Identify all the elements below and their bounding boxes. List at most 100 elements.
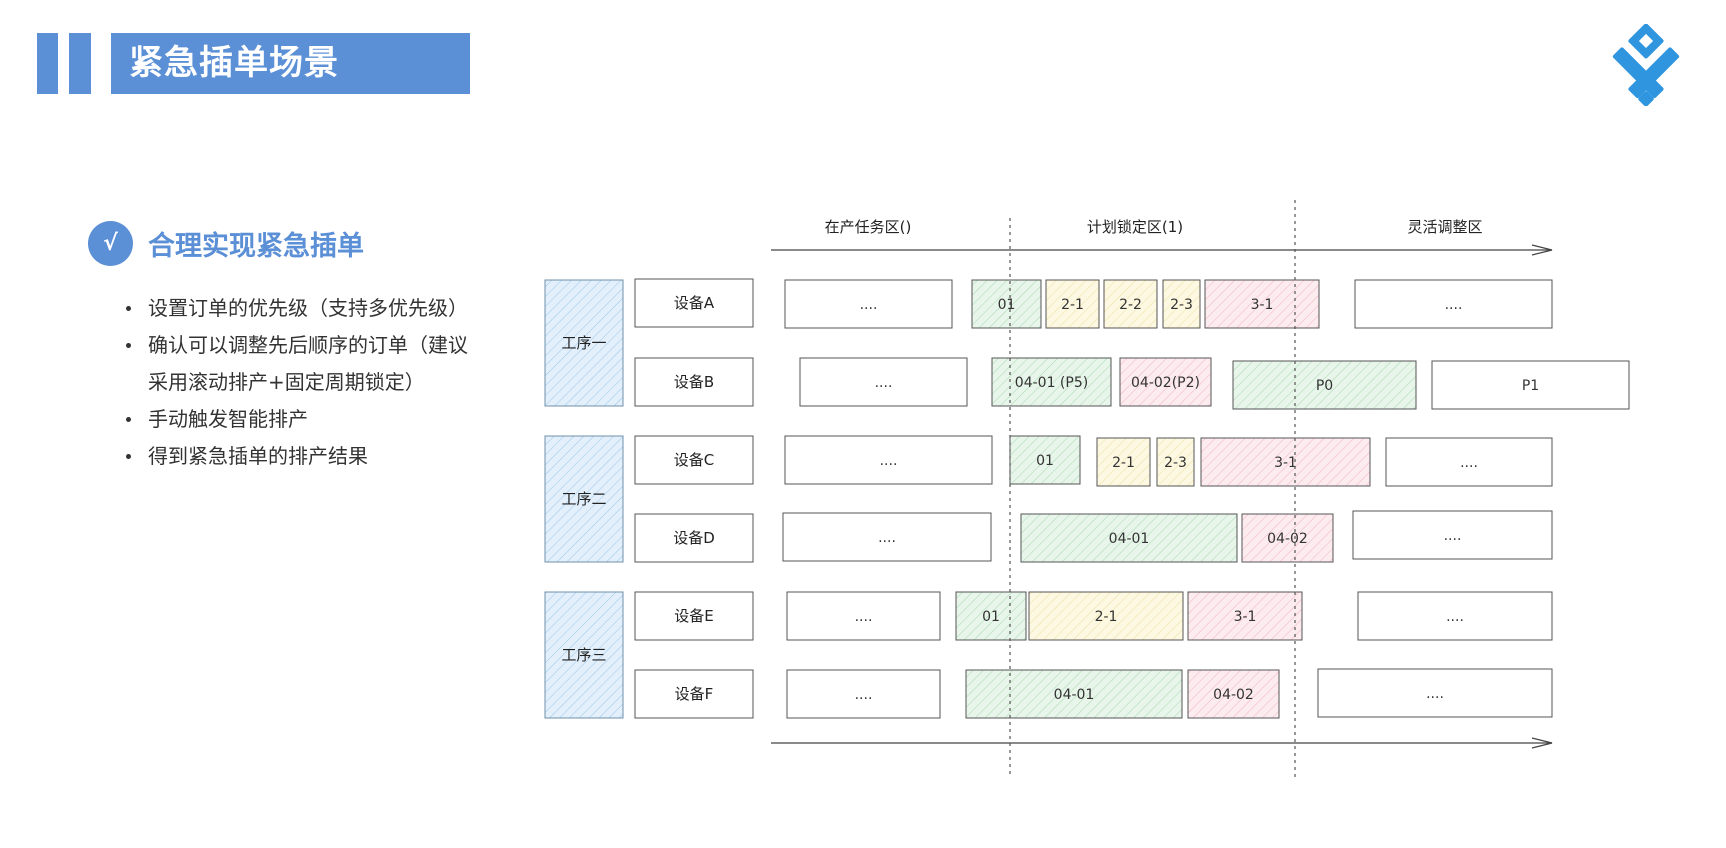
list-item: 手动触发智能排产 [120,401,520,438]
task-label: 04-01 [1109,531,1150,547]
task-block [784,279,953,329]
process-box [544,435,624,563]
task-label: P0 [1316,378,1333,394]
task-block [784,435,993,485]
task-block [1162,279,1201,329]
process-label: 工序一 [561,334,606,352]
task-label: 2-3 [1170,297,1193,313]
task-block [1020,513,1238,563]
task-block [1028,591,1184,641]
device-box [634,357,754,407]
task-label: .... [1444,528,1462,544]
task-label: 01 [1036,453,1054,469]
device-box [634,278,754,328]
task-label: 2-1 [1061,297,1084,313]
feature-list: 设置订单的优先级（支持多优先级） 确认可以调整先后顺序的订单（建议 采用滚动排产… [120,290,520,475]
page-title: 紧急插单场景 [111,33,470,94]
task-label: .... [1460,455,1478,471]
task-block [1431,360,1630,410]
device-label: 设备A [674,294,715,312]
task-label: .... [875,375,893,391]
task-label: 2-3 [1164,455,1187,471]
task-label: 01 [982,609,1000,625]
bullet-icon [126,343,131,348]
task-label: 3-1 [1251,297,1274,313]
process-label: 工序三 [561,646,606,664]
list-item-text: 确认可以调整先后顺序的订单（建议 [148,333,468,357]
task-block [786,669,941,719]
list-item-text: 得到紧急插单的排产结果 [148,444,368,468]
list-item: 确认可以调整先后顺序的订单（建议 采用滚动排产+固定周期锁定） [120,327,520,401]
task-block [955,591,1027,641]
list-item: 设置订单的优先级（支持多优先级） [120,290,520,327]
task-block [799,357,968,407]
task-block [1187,591,1303,641]
task-block [1187,669,1280,719]
task-block [1354,279,1553,329]
task-block [1156,437,1195,487]
task-block [1204,279,1320,329]
task-label: 04-01 (P5) [1015,375,1088,391]
device-label: 设备F [675,685,714,703]
task-block [1045,279,1100,329]
task-block [1357,591,1553,641]
task-block [1103,279,1158,329]
process-box [544,279,624,407]
task-label: 2-1 [1095,609,1118,625]
task-label: 2-2 [1119,297,1142,313]
task-block [786,591,941,641]
list-item-text: 采用滚动排产+固定周期锁定） [148,370,425,394]
task-label: 01 [998,297,1016,313]
device-box [634,669,754,719]
task-label: .... [878,530,896,546]
zone-label: 在产任务区() [825,218,912,236]
task-block [1385,437,1553,487]
task-label: .... [860,297,878,313]
list-item-text: 手动触发智能排产 [148,407,308,431]
task-block [1317,668,1553,718]
task-block [965,669,1183,719]
bullet-icon [126,417,131,422]
task-label: .... [1446,609,1464,625]
task-label: .... [880,453,898,469]
task-label: .... [855,609,873,625]
device-box [634,513,754,563]
task-label: 3-1 [1234,609,1257,625]
task-block [991,357,1112,407]
zone-label: 灵活调整区 [1407,218,1482,236]
task-label: .... [1445,297,1463,313]
bullet-icon [126,454,131,459]
task-label: P1 [1522,378,1539,394]
task-block [1096,437,1151,487]
task-block [1241,513,1334,563]
zone-label: 计划锁定区(1) [1087,218,1183,236]
list-item: 得到紧急插单的排产结果 [120,438,520,475]
task-label: 04-02 [1213,687,1254,703]
brand-logo-icon [1612,24,1680,106]
task-block [1200,437,1371,487]
task-block [971,279,1042,329]
process-label: 工序二 [561,490,606,508]
header-accent-bar-1 [37,33,58,94]
task-block [1352,510,1553,560]
device-box [634,435,754,485]
task-block [1119,357,1212,407]
task-label: .... [1426,686,1444,702]
header-accent-bar-2 [69,33,91,94]
task-label: 04-01 [1054,687,1095,703]
task-label: 04-02 [1267,531,1308,547]
task-label: 3-1 [1274,455,1297,471]
task-label: 04-02(P2) [1131,375,1200,391]
bullet-icon [126,306,131,311]
device-box [634,591,754,641]
task-block [1009,435,1081,485]
check-icon: √ [88,221,133,266]
process-box [544,591,624,719]
device-label: 设备E [674,607,713,625]
device-label: 设备C [674,451,714,469]
device-label: 设备B [674,373,714,391]
task-block [1232,360,1417,410]
list-item-text: 设置订单的优先级（支持多优先级） [148,296,468,320]
task-label: 2-1 [1112,455,1135,471]
